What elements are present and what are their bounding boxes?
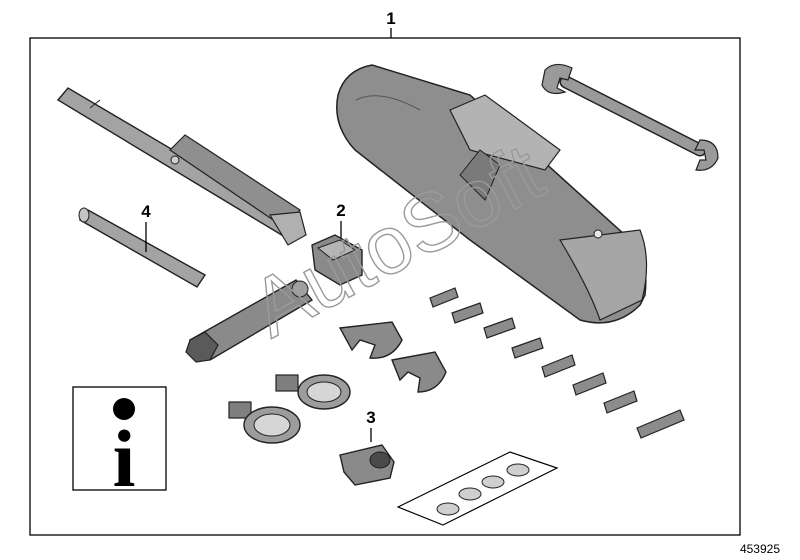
info-icon: i [113,413,136,504]
bit-3 [483,317,516,339]
bit-socket [339,444,395,486]
bit-1 [429,287,459,308]
crowfoot-wrench-1 [338,321,403,359]
callout-1-label: 1 [386,9,395,28]
tool-roll-bag [336,64,648,324]
bit-7 [603,390,638,414]
diagram-frame [29,37,741,536]
tommy-bar [78,207,207,288]
info-box: i [72,386,167,504]
part-number: 453925 [740,542,780,556]
bit-4 [511,337,544,359]
socket-adapter [311,234,363,286]
label-sheet [396,451,559,526]
callout-3-label: 3 [366,408,375,427]
callout-2-label: 2 [336,201,345,220]
bit-2 [451,302,484,324]
box-socket-wrench [185,279,314,363]
open-end-wrench [541,63,719,171]
bit-6 [572,372,607,396]
bit-5 [541,354,576,378]
bit-8 [636,409,685,439]
ring-insert-1 [275,374,351,410]
info-icon-dot [113,398,135,420]
extension-bar [56,87,307,246]
ring-insert-2 [228,401,301,444]
crowfoot-wrench-2 [391,351,447,393]
callout-4-label: 4 [141,202,151,221]
